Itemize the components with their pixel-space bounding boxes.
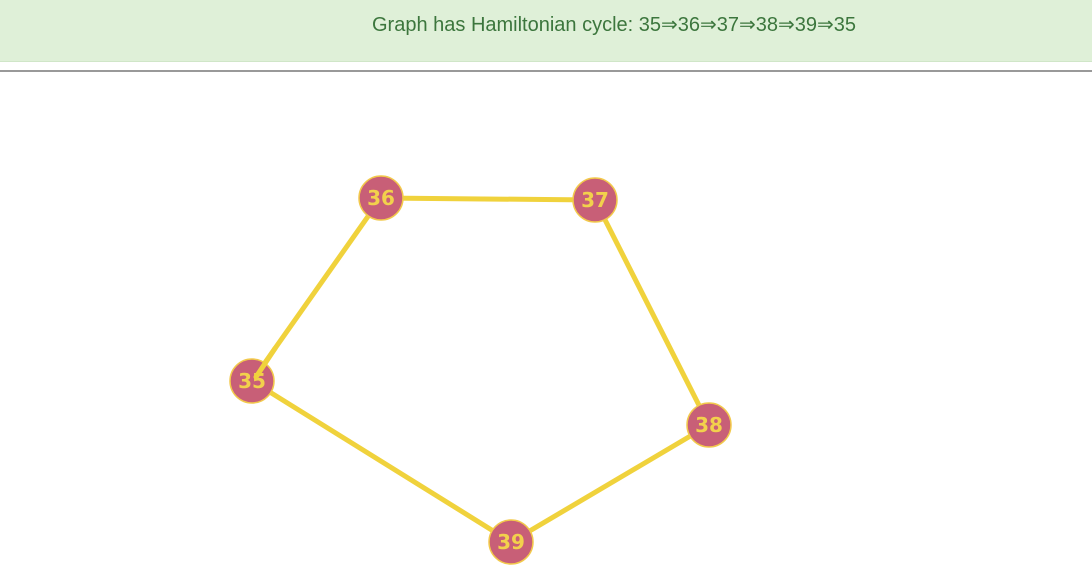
edges-layer xyxy=(249,195,712,545)
node-circle xyxy=(686,402,732,448)
graph-node-35[interactable]: 35 xyxy=(229,358,275,404)
graph-node-38[interactable]: 38 xyxy=(686,402,732,448)
node-circle xyxy=(488,519,534,565)
node-label: 38 xyxy=(695,413,723,437)
graph-node-39[interactable]: 39 xyxy=(488,519,534,565)
divider xyxy=(0,70,1092,72)
graph-node-36[interactable]: 36 xyxy=(358,175,404,221)
graph-canvas: 35 36 37 38 39 xyxy=(229,175,732,565)
nodes-layer: 35 36 37 38 39 xyxy=(229,175,732,565)
node-label: 39 xyxy=(497,530,525,554)
edge-37-38 xyxy=(592,197,712,428)
node-label: 37 xyxy=(581,188,609,212)
node-circle xyxy=(358,175,404,221)
result-banner: Graph has Hamiltonian cycle: 35⇒36⇒37⇒38… xyxy=(0,0,1092,62)
hamiltonian-cycle-result: Graph has Hamiltonian cycle: 35⇒36⇒37⇒38… xyxy=(372,14,857,36)
graph-node-37[interactable]: 37 xyxy=(572,177,618,223)
edge-36-37 xyxy=(378,195,598,203)
node-label: 36 xyxy=(367,186,395,210)
node-circle xyxy=(572,177,618,223)
edge-38-39 xyxy=(508,422,712,545)
edge-39-35 xyxy=(249,378,514,545)
edge-35-36-overlay xyxy=(253,345,278,380)
